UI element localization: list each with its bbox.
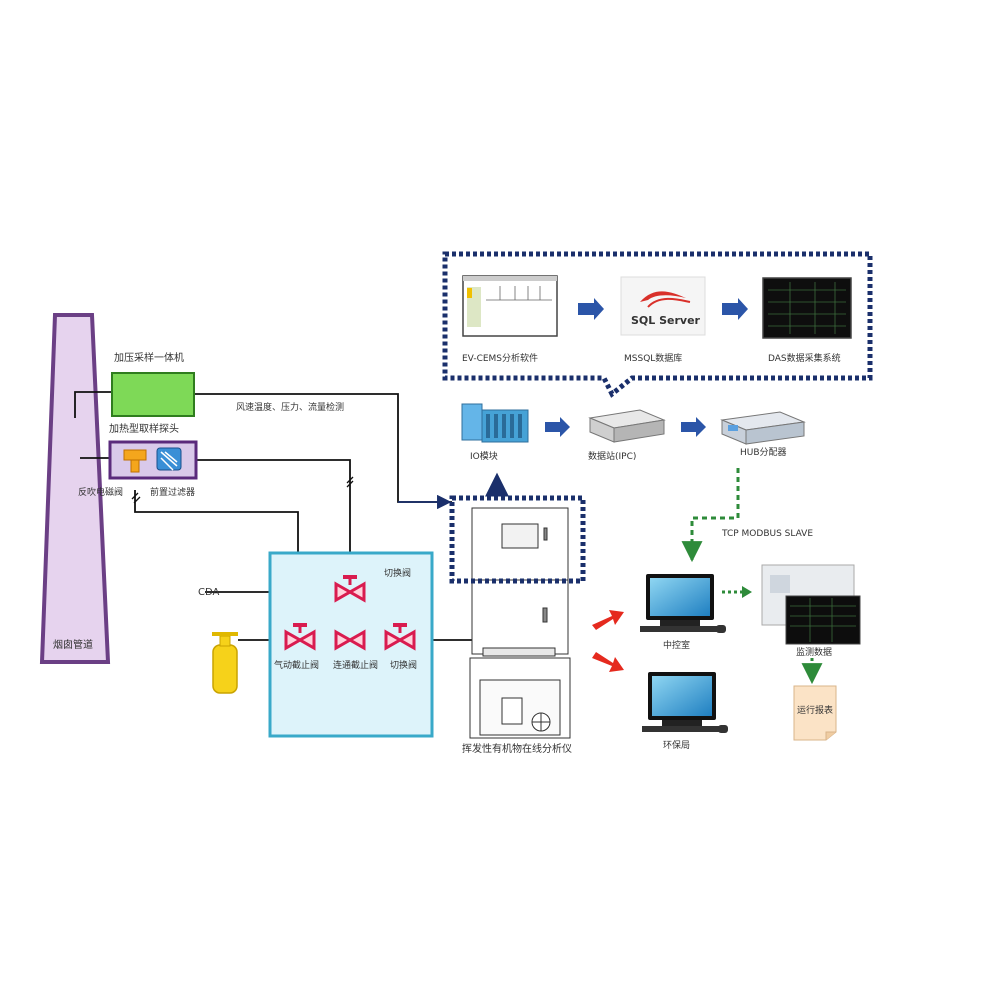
io-module-icon (461, 403, 529, 443)
cabinet-to-pc-red-arrows (592, 610, 624, 672)
heater-unit-label: 加压采样一体机 (114, 353, 184, 364)
gas-cylinder-icon (212, 632, 238, 694)
io-module-label: IO模块 (470, 452, 498, 462)
analyzer-cabinet-label: 挥发性有机物在线分析仪 (462, 744, 572, 755)
valve-2-label: 连通截止阀 (333, 661, 379, 671)
switch-valve-box-label: 切换阀 (384, 569, 412, 579)
ev-cems-label: EV-CEMS分析软件 (462, 354, 539, 364)
bureau-pc-icon (642, 672, 728, 733)
bureau-pc-label: 环保局 (663, 741, 691, 751)
ipc-icon (588, 409, 666, 443)
cda-label: CDA (198, 587, 220, 598)
data-screens-label: 监测数据 (796, 648, 833, 658)
hub-icon (720, 411, 806, 445)
valve-2-icon (334, 629, 366, 651)
das-label: DAS数据采集系统 (768, 354, 841, 364)
control-pc-label: 中控室 (663, 641, 691, 651)
valve-3-label: 切换阀 (390, 661, 418, 671)
software-dotted-frame (442, 251, 873, 398)
sql-server-logo-text: SQL Server (631, 314, 700, 327)
stack-label: 烟囱管道 (53, 640, 93, 651)
filter-label: 前置过滤器 (150, 488, 196, 498)
heater-unit-box (111, 372, 195, 417)
probe-label: 加热型取样探头 (109, 424, 179, 435)
filter-icon (156, 447, 182, 471)
software-flow-arrows (578, 298, 748, 320)
report-label: 运行报表 (797, 706, 834, 716)
ev-cems-screenshot (462, 275, 558, 337)
hub-to-pc-arrow (681, 468, 740, 563)
blowback-valve-label: 反吹电磁阀 (78, 488, 124, 498)
cda-switch-valve-icon (334, 575, 366, 603)
device-flow-arrows (545, 417, 706, 437)
line-break-marks (131, 476, 354, 504)
tcp-modbus-label: TCP MODBUS SLAVE (722, 529, 814, 539)
hub-label: HUB分配器 (740, 448, 787, 458)
sql-server-label: MSSQL数据库 (624, 354, 683, 364)
pc-to-screens-arrow (722, 586, 752, 598)
valve-1-label: 气动截止阀 (274, 661, 320, 671)
valve-1-icon (284, 623, 316, 651)
analyzer-cabinet (469, 507, 571, 739)
blowback-valve-icon (123, 449, 147, 473)
report-icon (793, 685, 837, 741)
probe-filter-box (108, 440, 198, 480)
sql-server-logo (620, 276, 706, 336)
ipc-label: 数据站(IPC) (588, 452, 637, 462)
cabinet-dotted-frame (449, 495, 586, 584)
stack-chimney (39, 313, 111, 664)
valve-3-icon (384, 623, 416, 651)
data-screens-icon (761, 564, 861, 645)
params-label: 风速温度、压力、流量检测 (236, 403, 345, 413)
das-screenshot (762, 277, 852, 339)
control-room-pc-icon (640, 574, 726, 633)
